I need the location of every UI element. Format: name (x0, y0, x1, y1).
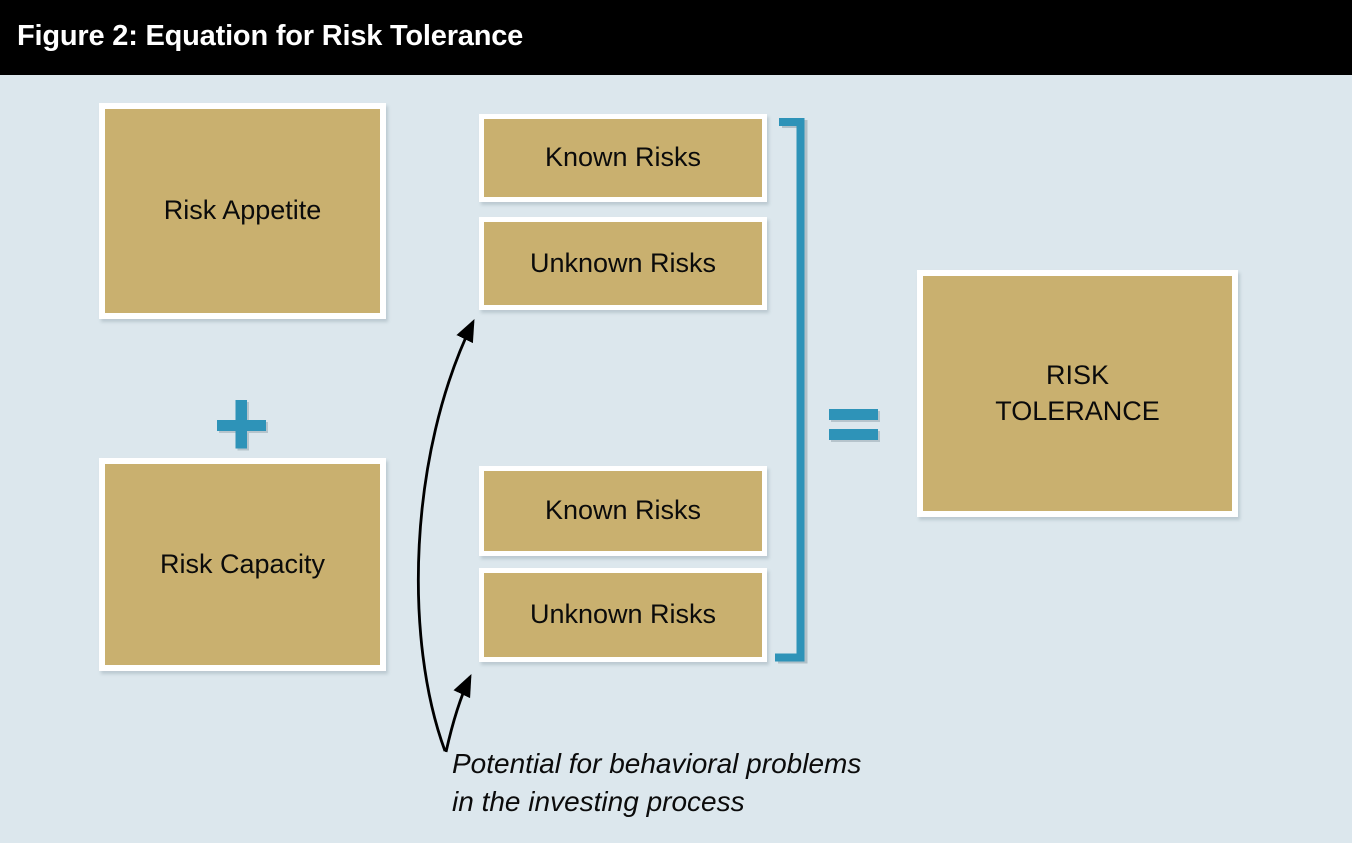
box-known-risks-top-label: Known Risks (544, 142, 702, 173)
figure-title: Figure 2: Equation for Risk Tolerance (17, 20, 524, 52)
annotation-line1: Potential for behavioral problems (452, 748, 862, 779)
box-unknown-risks-top-label: Unknown Risks (529, 247, 717, 278)
plus-operator-icon (217, 400, 266, 449)
box-risk-appetite-label: Risk Appetite (163, 195, 322, 226)
risk-tolerance-line1: RISK (1045, 359, 1109, 390)
box-risk-tolerance: RISK TOLERANCE (917, 270, 1238, 517)
annotation-line2: in the investing process (452, 786, 745, 817)
box-known-risks-bottom-label: Known Risks (544, 495, 702, 526)
behavioral-problems-annotation: Potential for behavioral problems in the… (452, 745, 861, 821)
box-risk-appetite: Risk Appetite (99, 103, 386, 319)
box-known-risks-bottom: Known Risks (479, 466, 767, 556)
box-risk-capacity: Risk Capacity (99, 458, 386, 671)
box-risk-tolerance-label: RISK TOLERANCE (995, 358, 1160, 429)
grouping-bracket (775, 118, 805, 662)
box-unknown-risks-bottom: Unknown Risks (479, 568, 767, 662)
box-unknown-risks-top: Unknown Risks (479, 217, 767, 310)
box-known-risks-top: Known Risks (479, 114, 767, 202)
risk-tolerance-line2: TOLERANCE (995, 395, 1160, 426)
annotation-arrow-short (444, 673, 472, 753)
figure-header-bar: Figure 2: Equation for Risk Tolerance (0, 0, 1352, 75)
annotation-arrow-long (416, 318, 475, 752)
box-unknown-risks-bottom-label: Unknown Risks (529, 599, 717, 630)
equals-operator-icon (829, 409, 878, 440)
box-risk-capacity-label: Risk Capacity (159, 548, 326, 579)
